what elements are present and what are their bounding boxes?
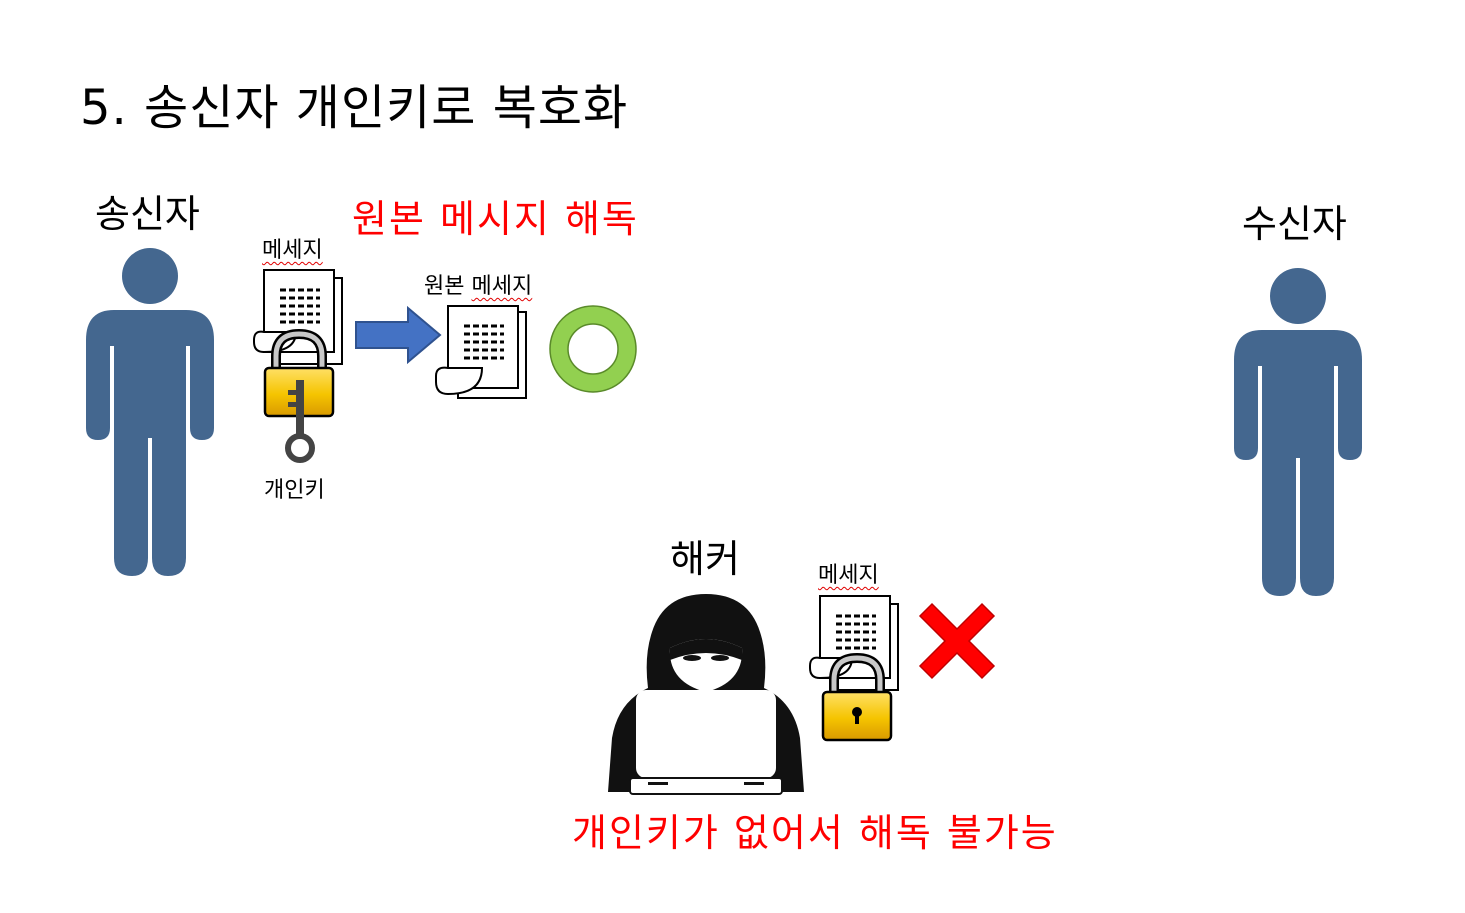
receiver-person-icon — [1234, 268, 1362, 596]
slide-title: 5. 송신자 개인키로 복호화 — [80, 80, 629, 136]
sender-label: 송신자 — [95, 192, 200, 236]
sender-person-icon — [86, 248, 214, 576]
hooded-hacker-icon — [608, 594, 804, 795]
receiver-label: 수신자 — [1242, 202, 1347, 246]
sender-key-icon — [285, 380, 315, 463]
decrypt-fail-text: 개인키가 없어서 해독 불가능 — [572, 811, 1058, 855]
x-fail-icon — [918, 602, 996, 680]
private-key-label: 개인키 — [264, 478, 325, 503]
original-message-label: 원본 메세지 — [424, 274, 533, 299]
hacker-label: 해커 — [670, 537, 740, 581]
circle-success-icon — [549, 305, 637, 393]
hacker-message-label: 메세지 — [818, 563, 879, 588]
hacker-padlock-icon — [821, 652, 893, 742]
right-arrow-icon — [355, 305, 442, 365]
decrypt-success-heading: 원본 메시지 해독 — [352, 197, 639, 241]
original-document-icon — [435, 305, 527, 399]
sender-message-label: 메세지 — [262, 238, 323, 263]
sender-padlock-icon — [263, 328, 335, 418]
